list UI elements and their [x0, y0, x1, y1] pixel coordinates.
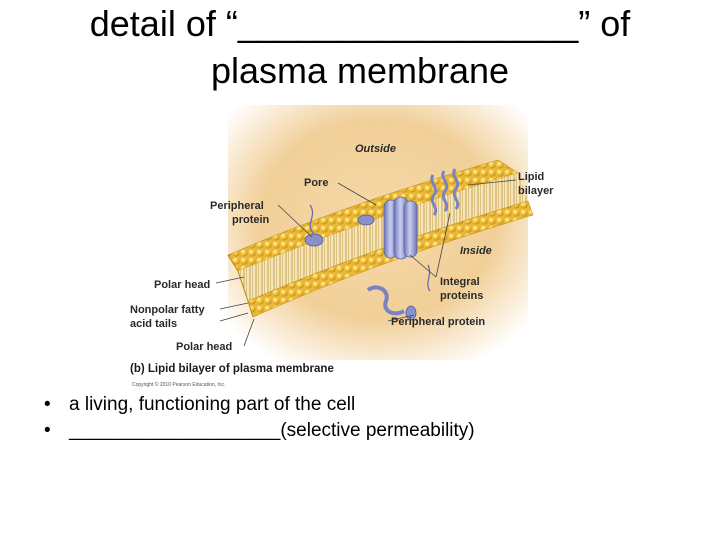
label-polar-head-top: Polar head: [154, 279, 210, 291]
title-line-2: plasma membrane: [210, 50, 510, 91]
label-polar-head-bottom: Polar head: [176, 341, 232, 353]
label-leader-lines: [215, 179, 517, 347]
title-line-1: detail of “_________________” of: [89, 3, 631, 44]
bullet-text: ____________________(selective permeabil…: [69, 420, 475, 441]
figure-caption: (b) Lipid bilayer of plasma membrane: [130, 363, 334, 375]
slide-title: detail of “_________________” of plasma …: [0, 0, 720, 94]
bullet-list: • a living, functioning part of the cell…: [44, 392, 684, 444]
helical-protein: [430, 168, 460, 216]
label-inside: Inside: [460, 245, 492, 257]
figure-copyright: Copyright © 2010 Pearson Education, Inc.: [132, 381, 225, 388]
label-lipid-bilayer-line1: Lipid: [518, 171, 544, 183]
glycoprotein-chains: [309, 204, 431, 292]
bullet-marker: •: [44, 394, 51, 415]
label-lipid-bilayer-line2: bilayer: [518, 185, 554, 197]
label-peripheral-protein-top-line1: Peripheral: [210, 200, 264, 212]
label-pore: Pore: [304, 177, 328, 189]
bullet-text: a living, functioning part of the cell: [69, 394, 356, 415]
integral-protein-pore: [383, 196, 418, 260]
membrane-illustration: Outside Inside Pore Lipid bilayer Periph…: [130, 105, 554, 388]
label-nonpolar-tails-line1: Nonpolar fatty: [130, 304, 205, 316]
label-outside: Outside: [355, 143, 396, 155]
bullet-marker: •: [44, 420, 51, 441]
bullet-item: • a living, functioning part of the cell: [44, 392, 684, 418]
label-nonpolar-tails-line2: acid tails: [130, 318, 177, 330]
plasma-membrane-figure: Outside Inside Pore Lipid bilayer Periph…: [128, 105, 568, 390]
label-peripheral-protein-bottom: Peripheral protein: [391, 316, 485, 328]
label-integral-proteins-line1: Integral: [440, 276, 480, 288]
label-integral-proteins-line2: proteins: [440, 290, 483, 302]
label-peripheral-protein-top-line2: protein: [232, 214, 270, 226]
bullet-item: • ____________________(selective permeab…: [44, 418, 684, 444]
